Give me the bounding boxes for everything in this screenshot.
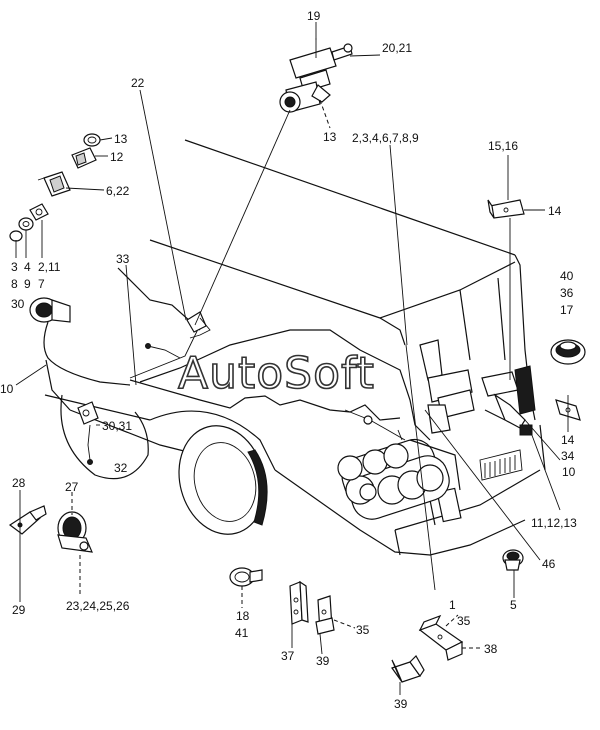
callout-13-left: 13 [114, 132, 128, 146]
callout-4: 4 [24, 260, 31, 274]
leader-lines [15, 22, 569, 695]
callout-33: 33 [116, 252, 130, 266]
callout-labels: 19 20,21 13 22 2,3,4,6,7,8,9 15,16 14 13… [0, 9, 577, 711]
detail-bubble-30-31 [60, 394, 149, 480]
callout-46: 46 [542, 557, 556, 571]
bracket-15-16 [487, 199, 525, 219]
callout-19: 19 [307, 9, 321, 23]
callout-40: 40 [560, 269, 574, 283]
bracket-37 [289, 580, 309, 625]
grommet-40-36-17 [550, 339, 586, 365]
callout-10-left: 10 [0, 382, 14, 396]
bracket-39-mid [315, 595, 335, 635]
callout-2-11: 2,11 [38, 260, 61, 274]
hose-clamp-18-41 [229, 567, 263, 587]
callout-14-right: 14 [561, 433, 575, 447]
callout-35-mid: 35 [356, 623, 370, 637]
callout-32: 32 [114, 461, 128, 475]
callout-38: 38 [484, 642, 498, 656]
air-tank-cluster [337, 438, 461, 520]
callout-34: 34 [561, 449, 575, 463]
callout-27: 27 [65, 480, 79, 494]
callout-18: 18 [236, 609, 250, 623]
clamp-27 [57, 511, 93, 553]
callout-14-top: 14 [548, 204, 562, 218]
callout-13-top: 13 [323, 130, 337, 144]
callout-36: 36 [560, 286, 574, 300]
callout-2-9: 2,3,4,6,7,8,9 [352, 131, 419, 145]
callout-17: 17 [560, 303, 574, 317]
watermark-text: AutoSoft [178, 348, 375, 399]
callout-9: 9 [24, 277, 31, 291]
callout-3: 3 [11, 260, 18, 274]
bracket-39-bottom [391, 655, 425, 683]
callout-30-31: 30,31 [102, 419, 132, 433]
driver-seat [419, 339, 475, 434]
callout-5: 5 [510, 598, 517, 612]
callout-20-21: 20,21 [382, 41, 412, 55]
callout-15-16: 15,16 [488, 139, 518, 153]
dash-switch-panel [481, 365, 536, 436]
callout-39-bottom: 39 [394, 697, 408, 711]
parts-left-sensors [9, 133, 131, 386]
callout-6-22: 6,22 [106, 184, 130, 198]
callout-8: 8 [11, 277, 18, 291]
callout-39-mid: 39 [316, 654, 330, 668]
callout-35-bottom: 35 [457, 614, 471, 628]
callout-28: 28 [12, 476, 26, 490]
callout-12: 12 [110, 150, 124, 164]
callout-41: 41 [235, 626, 249, 640]
wiring-harness-22 [129, 311, 431, 441]
callout-37: 37 [281, 649, 295, 663]
callout-30: 30 [11, 297, 25, 311]
callout-23-26: 23,24,25,26 [66, 599, 130, 613]
callout-11-12-13: 11,12,13 [531, 516, 577, 530]
connector-19 [279, 38, 353, 113]
bracket-28-29 [8, 505, 47, 535]
bracket-35-38 [418, 614, 464, 661]
callout-7: 7 [38, 277, 45, 291]
front-wheel [178, 425, 268, 535]
callout-22: 22 [131, 76, 145, 90]
callout-29: 29 [12, 603, 26, 617]
callout-1: 1 [449, 598, 456, 612]
callout-10-right: 10 [562, 465, 576, 479]
plug-5 [502, 549, 524, 571]
